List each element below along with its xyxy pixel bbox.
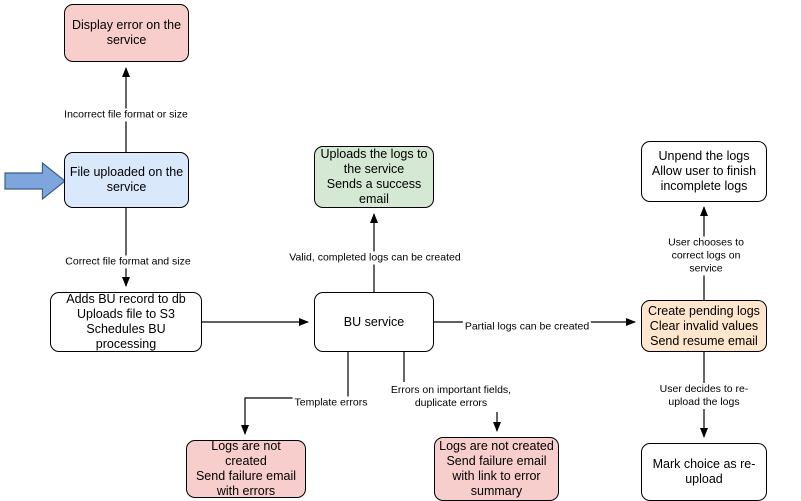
- node-mark-choice[interactable]: Mark choice as re- upload: [641, 443, 767, 501]
- node-logs-not-created-sum[interactable]: Logs are not created Send failure email …: [434, 437, 559, 501]
- node-logs-not-created-tmpl[interactable]: Logs are not created Send failure email …: [186, 439, 306, 498]
- node-create-pending-logs[interactable]: Create pending logs Clear invalid values…: [641, 300, 767, 352]
- edge-bu-service-to-logs-not-created-template: [241, 352, 349, 435]
- edge-label-incorrect-format: Incorrect file format or size: [62, 108, 190, 122]
- edge-label-template-errors: Template errors: [292, 396, 370, 410]
- edge-label-correct-format: Correct file format and size: [63, 255, 193, 269]
- node-display-error[interactable]: Display error on the service: [64, 4, 189, 62]
- input-block-arrow-icon: [4, 161, 66, 201]
- node-bu-service[interactable]: BU service: [314, 292, 434, 352]
- node-uploads-the-logs[interactable]: Uploads the logs to the service Sends a …: [314, 146, 434, 208]
- node-file-uploaded[interactable]: File uploaded on the service: [64, 152, 189, 208]
- edge-label-errors-important: Errors on important fields, duplicate er…: [388, 384, 514, 410]
- edge-label-valid-completed: Valid, completed logs can be created: [287, 251, 463, 265]
- edge-label-user-chooses-correct: User chooses to correct logs on service: [658, 236, 754, 276]
- node-unpend-the-logs[interactable]: Unpend the logs Allow user to finish inc…: [641, 141, 767, 202]
- edge-label-user-decides-reupload: User decides to re-upload the logs: [655, 383, 753, 409]
- node-adds-bu-record[interactable]: Adds BU record to db Uploads file to S3 …: [50, 292, 202, 352]
- edge-label-partial-logs: Partial logs can be created: [462, 320, 592, 334]
